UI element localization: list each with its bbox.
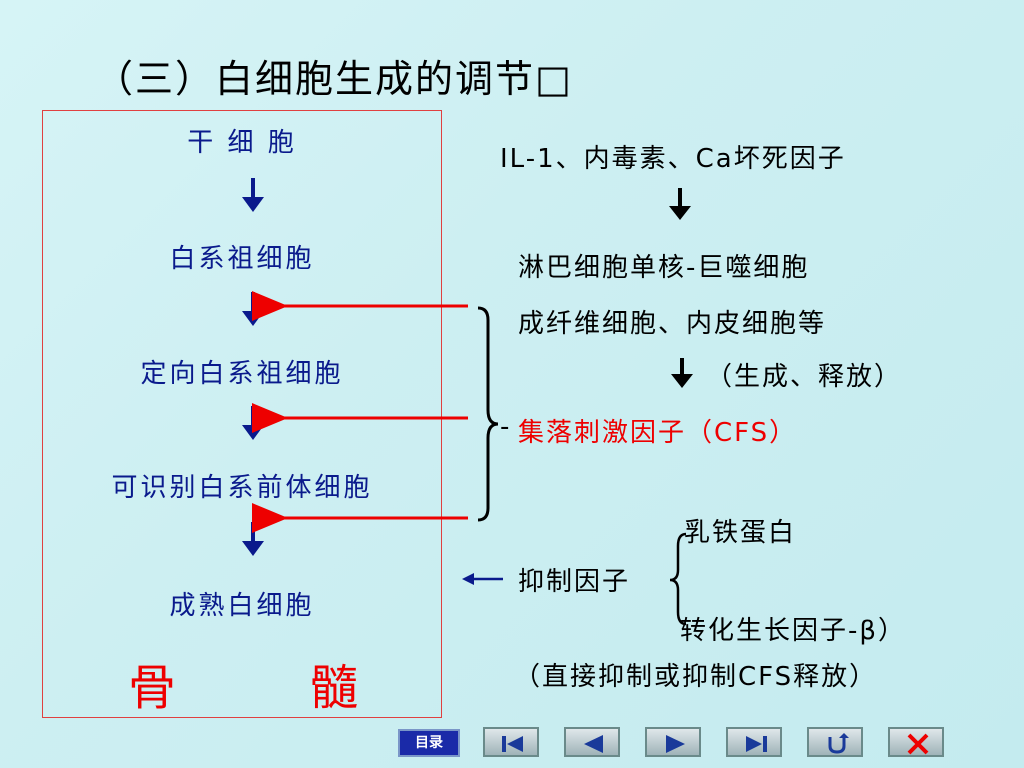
process-note: （生成、释放）: [706, 362, 903, 392]
slide-title: （三）白细胞生成的调节□: [95, 57, 573, 101]
close-icon: [907, 733, 929, 755]
stage-stem-cell: 干 细 胞: [187, 128, 297, 158]
down-arrow-icon: [669, 188, 691, 220]
down-arrow-icon: [242, 292, 264, 326]
previous-page-button[interactable]: [564, 727, 620, 757]
toc-menu-button[interactable]: 目录: [398, 729, 460, 757]
inhibitor-lactoferrin: 乳铁蛋白: [684, 518, 797, 548]
csf-dash: -: [500, 412, 512, 442]
close-button[interactable]: [888, 727, 944, 757]
inhibition-note: （直接抑制或抑制CFS释放）: [514, 662, 878, 692]
return-icon: [828, 733, 849, 754]
inhibitor-brace: [669, 532, 687, 626]
source-cells-line-1: 淋巴细胞单核-巨噬细胞: [518, 253, 810, 283]
bone-marrow-label-gu: 骨: [128, 660, 177, 716]
last-page-icon: [746, 736, 767, 752]
csf-label: 集落刺激因子（CFS）: [518, 418, 798, 448]
return-button[interactable]: [807, 727, 863, 757]
first-page-icon: [502, 736, 523, 752]
stage-committed-progenitor: 定向白系祖细胞: [140, 359, 344, 389]
previous-page-icon: [584, 735, 603, 753]
stage-white-progenitor: 白系祖细胞: [169, 244, 315, 274]
inhibition-arrow-icon: [462, 573, 503, 585]
bone-marrow-label-sui: 髓: [310, 660, 359, 716]
down-arrow-icon: [671, 358, 693, 388]
next-page-icon: [666, 735, 685, 753]
down-arrow-icon: [242, 406, 264, 440]
stimulating-factors-text: IL-1、内毒素、Ca坏死因子: [500, 144, 846, 174]
stage-precursor-cell: 可识别白系前体细胞: [111, 473, 373, 503]
bone-marrow-frame: [42, 110, 442, 718]
source-cells-line-2: 成纤维细胞、内皮细胞等: [518, 309, 827, 339]
first-page-button[interactable]: [483, 727, 539, 757]
inhibitor-label: 抑制因子: [518, 567, 631, 597]
down-arrow-icon: [242, 178, 264, 212]
down-arrow-icon: [242, 522, 264, 556]
next-page-button[interactable]: [645, 727, 701, 757]
stage-mature-leukocyte: 成熟白细胞: [169, 591, 315, 621]
csf-grouping-brace: [477, 306, 499, 522]
inhibitor-tgf-beta: 转化生长因子-β）: [680, 616, 906, 646]
last-page-button[interactable]: [726, 727, 782, 757]
